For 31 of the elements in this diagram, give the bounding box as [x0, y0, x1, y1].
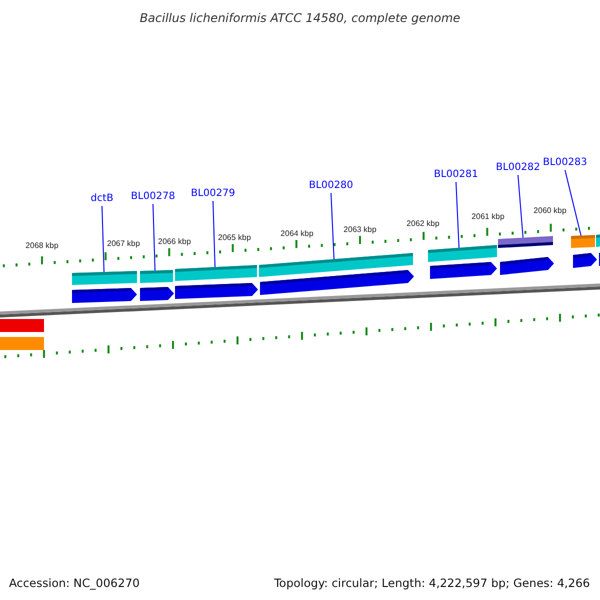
position-label: 2062 kbp — [406, 219, 440, 229]
position-label: 2061 kbp — [472, 212, 504, 222]
position-label: 2064 kbp — [280, 229, 314, 239]
gene-label: BL00278 — [130, 191, 176, 203]
title: Bacillus licheniformis ATCC 14580, complete genome — [138, 10, 462, 27]
gene-bar — [428, 245, 497, 262]
gene-label: dctB — [90, 193, 114, 205]
gene-label: BL00280 — [308, 180, 354, 192]
leader-line — [212, 200, 216, 268]
genome-info-text: Topology: circular; Length: 4,222,597 bp; Genes: 4,266 — [274, 575, 590, 592]
accession-text: Accession: NC_006270 — [9, 575, 140, 592]
position-label: 2066 kbp — [158, 237, 191, 247]
gene-bar — [259, 253, 413, 277]
gene-label: BL00282 — [496, 162, 540, 174]
leader-line — [102, 206, 104, 273]
leader-line — [152, 204, 156, 272]
gene-bar — [571, 235, 595, 248]
position-label: 2068 kbp — [26, 241, 58, 251]
gene-bar — [175, 265, 257, 281]
gene-bar — [498, 236, 553, 248]
gene-label: BL00283 — [542, 157, 588, 169]
gene-label: BL00279 — [190, 188, 236, 200]
position-label: 2063 kbp — [344, 225, 376, 235]
position-label: 2065 kbp — [218, 233, 251, 243]
leader-line — [330, 192, 334, 260]
gene-bar — [72, 271, 137, 285]
gene-label: BL00281 — [434, 169, 478, 181]
position-label: 2060 kbp — [534, 206, 566, 216]
gene-bar — [140, 270, 173, 283]
position-label: 2067 kbp — [107, 239, 140, 249]
leader-line — [518, 174, 524, 238]
